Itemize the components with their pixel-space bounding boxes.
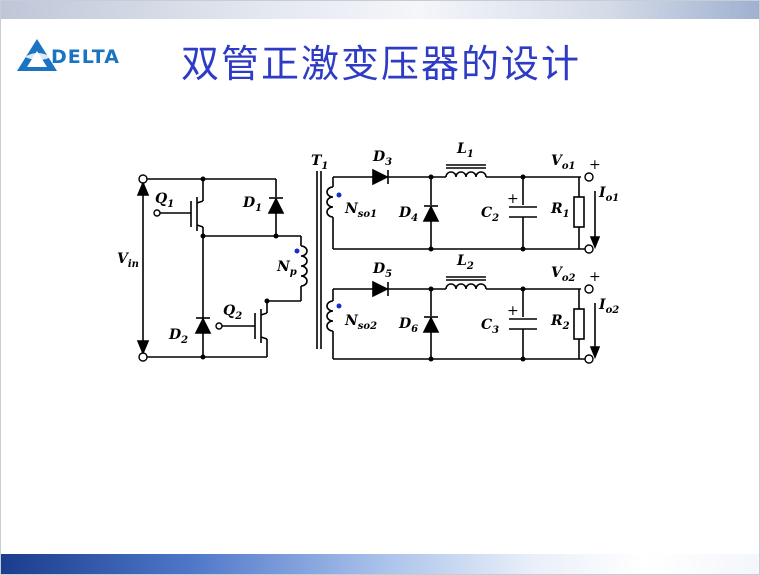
page-title: 双管正激变压器的设计 (181, 42, 582, 86)
label-vo2: Vo2 (551, 265, 576, 284)
label-d1: D1 (242, 195, 262, 214)
label-q2: Q2 (223, 303, 242, 322)
label-d4: D4 (398, 205, 418, 224)
label-q1: Q1 (155, 191, 174, 210)
top-decorative-bar (1, 1, 759, 19)
label-l2: L2 (456, 253, 474, 272)
bottom-decorative-bar (1, 554, 759, 574)
label-c2: C2 (481, 205, 499, 224)
d5-diode (372, 280, 389, 298)
io2-arrow (589, 346, 601, 360)
label-l1: L1 (456, 141, 474, 160)
label-d2: D2 (168, 327, 188, 346)
label-r2: R2 (550, 313, 570, 332)
d4-diode (422, 205, 440, 222)
label-r1: R1 (550, 201, 570, 220)
label-d6: D6 (398, 316, 418, 335)
label-io2: Io2 (598, 297, 619, 316)
label-nso1: Nso1 (344, 201, 377, 220)
label-np: Np (276, 259, 297, 278)
delta-logo-icon (17, 39, 57, 71)
label-c3: C3 (481, 317, 499, 336)
logo-text: DELTA (51, 46, 120, 68)
label-d3: D3 (372, 149, 392, 168)
vo2-plus: + (589, 269, 601, 285)
label-d5: D5 (372, 261, 392, 280)
vin-arrow-up (136, 180, 150, 196)
label-vo1: Vo1 (551, 153, 576, 172)
label-nso2: Nso2 (344, 313, 377, 332)
label-io1: Io1 (598, 185, 619, 204)
label-vin: Vin (117, 251, 139, 270)
d2-diode (194, 317, 212, 334)
vo1-plus: + (589, 157, 601, 173)
d6-diode (422, 316, 440, 333)
vin-arrow-down (136, 340, 150, 356)
two-switch-forward-circuit-diagram: + + + + Vin Q1 Q2 D1 D2 Np T1 D3 D4 D5 D… (117, 141, 619, 364)
d1-diode (267, 197, 285, 214)
label-t1: T1 (311, 153, 328, 172)
d3-diode (372, 168, 389, 186)
c3-plus: + (507, 303, 519, 319)
io1-arrow (589, 236, 601, 250)
c2-plus: + (507, 191, 519, 207)
